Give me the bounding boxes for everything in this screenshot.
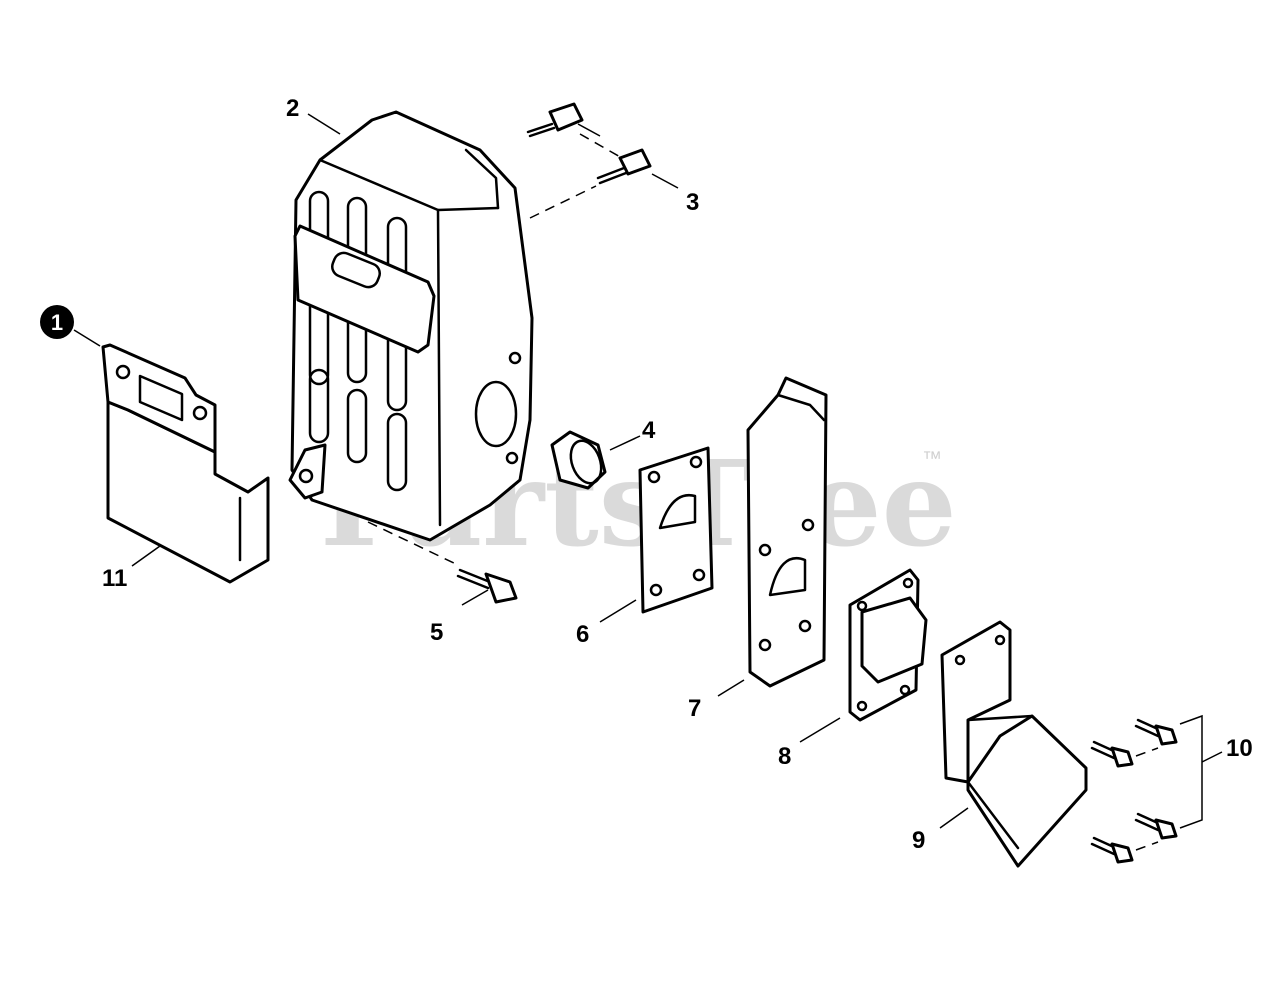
part-10-bolt-a[interactable] [1134,718,1178,746]
part-1-gasket[interactable] [101,343,217,454]
part-8-deflector[interactable] [848,568,928,722]
callout-9[interactable]: 9 [912,827,925,854]
callout-4[interactable]: 4 [642,417,656,444]
leader-lines [73,113,1223,851]
part-9-bracket[interactable] [940,620,1088,868]
part-10-bolt-c[interactable] [1134,812,1178,840]
part-7-plate[interactable] [746,376,828,688]
callout-5[interactable]: 5 [430,619,443,646]
part-5-bolt[interactable] [456,568,518,604]
part-3-bolt-upper[interactable] [526,102,584,138]
part-3-bolt-lower[interactable] [596,148,652,185]
callout-1[interactable]: 1 [40,305,74,339]
part-10-bolt-b[interactable] [1090,740,1134,768]
callout-8[interactable]: 8 [778,743,791,770]
callout-label: 1 [51,310,63,335]
part-4-spark-arrester-screen[interactable] [550,430,607,490]
part-2-muffler[interactable] [288,110,534,542]
part-6-gasket[interactable] [638,446,714,614]
watermark-trademark: ™ [922,448,942,470]
callout-3[interactable]: 3 [686,189,699,216]
callout-10[interactable]: 10 [1226,735,1253,762]
callout-11[interactable]: 11 [102,565,127,592]
callout-2[interactable]: 2 [286,95,299,122]
callout-6[interactable]: 6 [576,621,589,648]
part-10-bolt-d[interactable] [1090,836,1134,864]
callout-7[interactable]: 7 [688,695,701,722]
